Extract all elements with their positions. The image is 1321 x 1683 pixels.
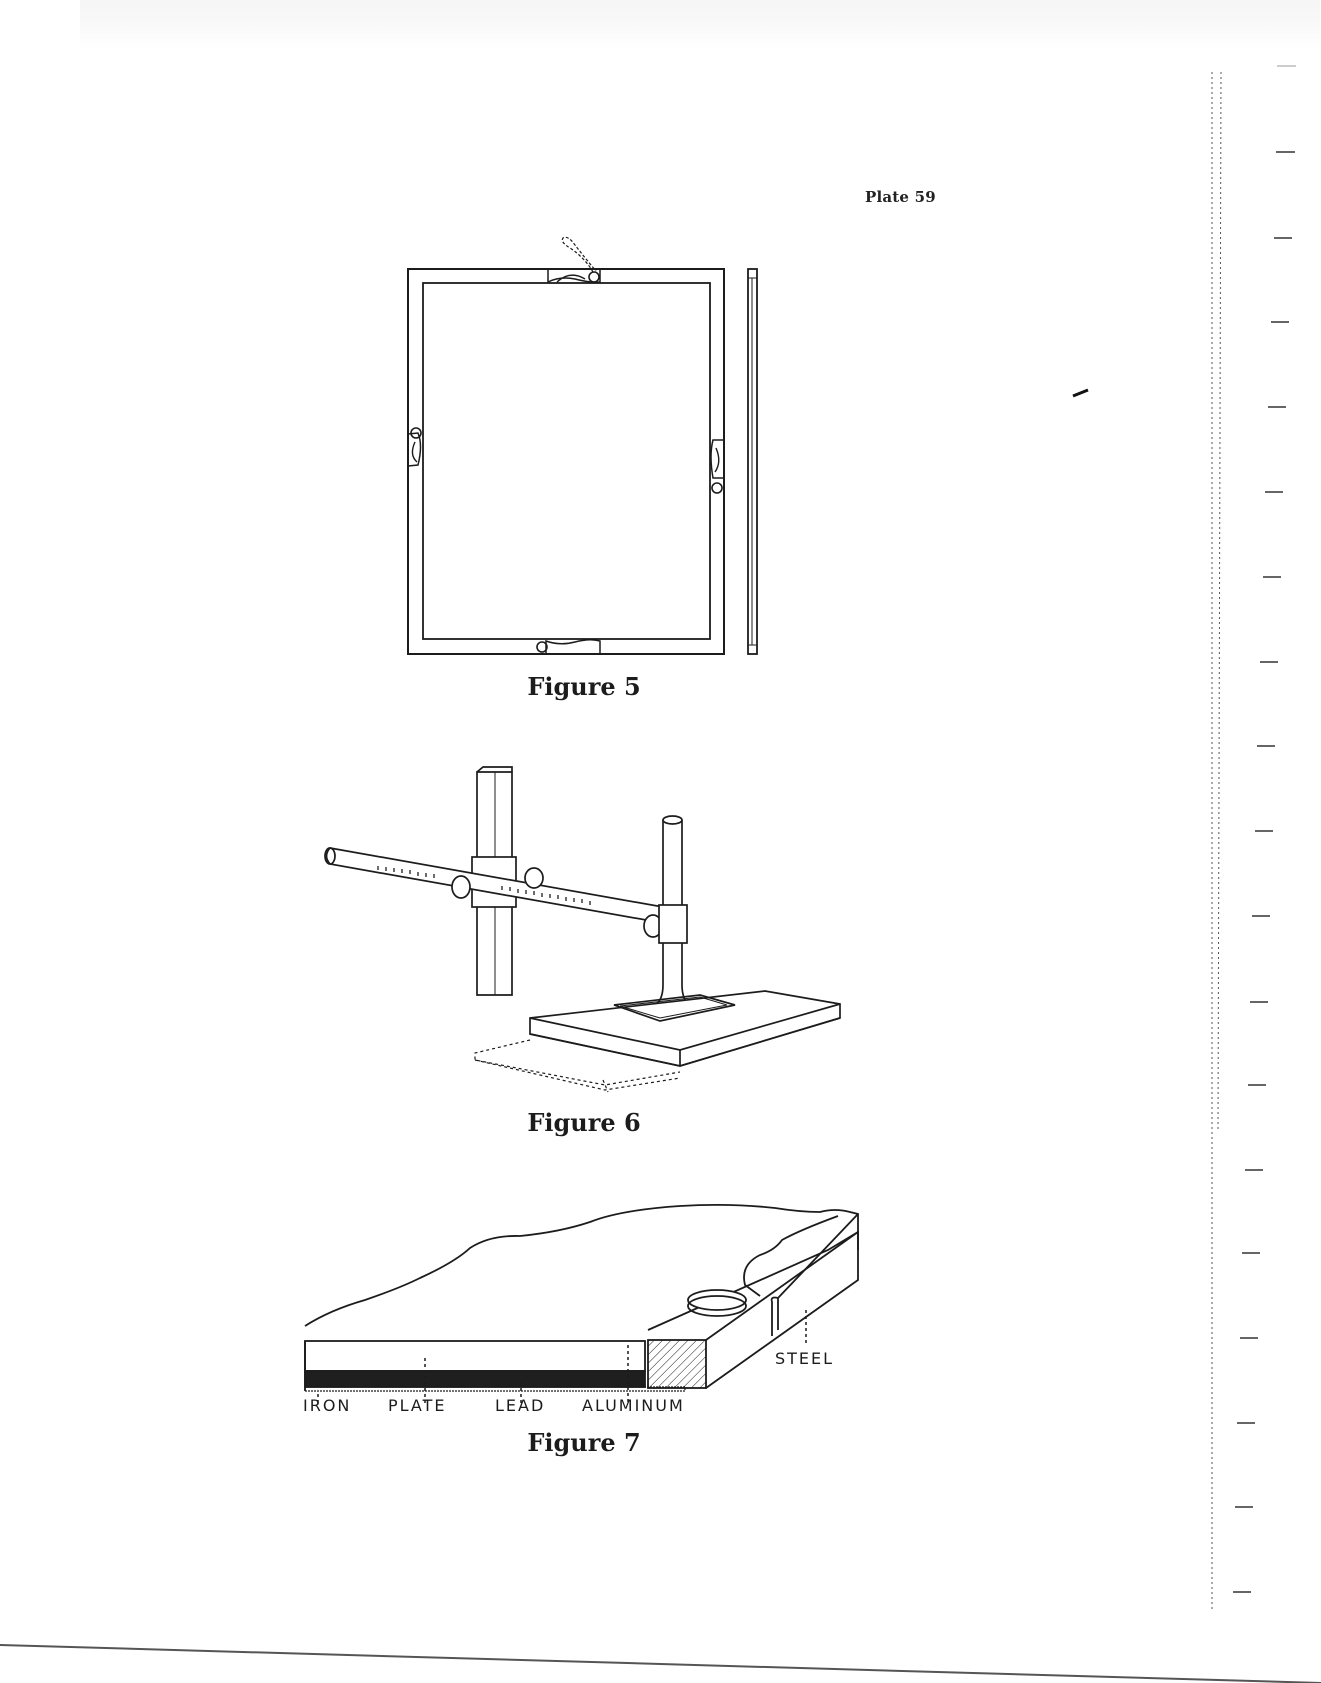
- label-aluminum: ALUMINUM: [582, 1396, 685, 1415]
- figure-7-caption: Figure 7: [527, 1428, 641, 1457]
- page-bottom-edge: [0, 1644, 1321, 1683]
- scan-noise-strip: [80, 0, 1320, 50]
- label-lead: LEAD: [495, 1396, 546, 1415]
- figure-6-caption: Figure 6: [527, 1108, 641, 1137]
- label-iron: IRON: [303, 1396, 352, 1415]
- label-steel: STEEL: [775, 1349, 835, 1368]
- margin-tick-marks: [1233, 65, 1296, 1593]
- figure-5-caption: Figure 5: [527, 672, 641, 701]
- plate-number-label: Plate 59: [865, 188, 936, 206]
- label-plate: PLATE: [388, 1396, 447, 1415]
